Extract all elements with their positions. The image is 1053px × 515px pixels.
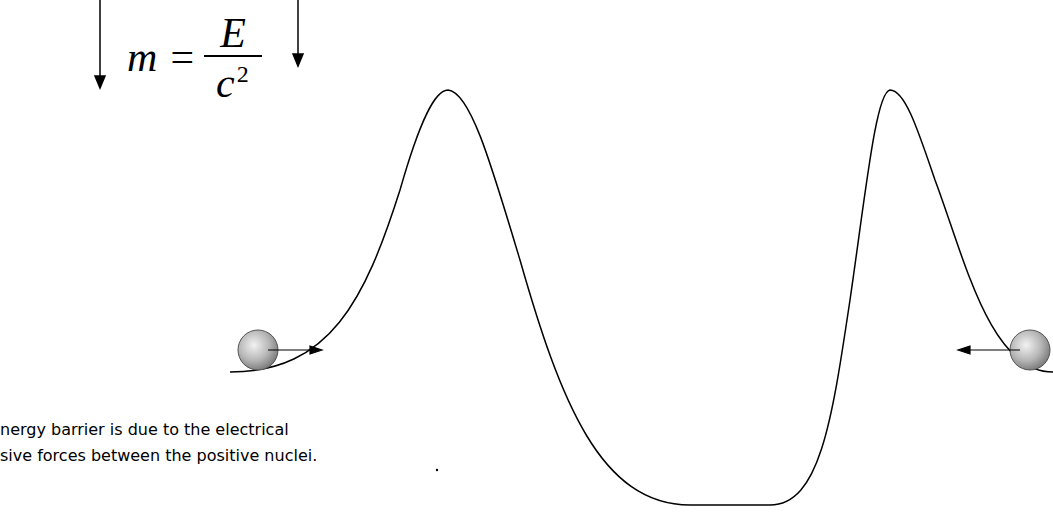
down-arrow (95, 0, 303, 88)
potential-curve (230, 90, 1053, 505)
fraction-bar (204, 55, 262, 57)
note-text: nergy barrier is due to the electrical (0, 422, 289, 438)
motion-arrow (268, 346, 1020, 354)
formula-numerator: E (220, 12, 246, 54)
stray-dot (436, 469, 438, 471)
formula-exponent: 2 (237, 62, 249, 86)
formula-denominator: c (216, 62, 235, 104)
note-text: sive forces between the positive nuclei. (0, 448, 317, 464)
formula-term: m = (127, 36, 196, 78)
